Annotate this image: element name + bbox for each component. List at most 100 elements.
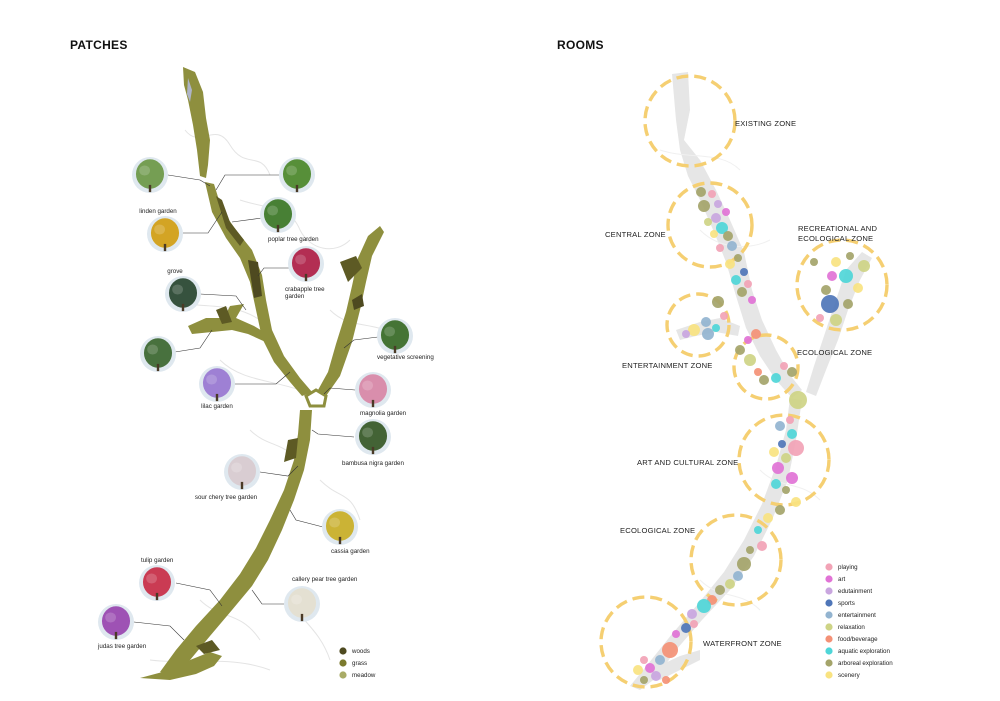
- activity-dot: [771, 373, 781, 383]
- tree-photo-pink-blossom: [355, 372, 391, 408]
- tree-photo-white-blossom: [224, 454, 260, 490]
- activity-dot: [787, 367, 797, 377]
- activity-dot: [759, 375, 769, 385]
- zone-label-central: CENTRAL ZONE: [605, 230, 666, 239]
- garden-label-crabapple-2: garden: [285, 293, 305, 300]
- activity-dot: [810, 258, 818, 266]
- patch-right-branch: [318, 226, 384, 396]
- activity-dot: [640, 676, 648, 684]
- tree-photo-lilac: [199, 366, 235, 402]
- activity-dot: [704, 218, 712, 226]
- tree-photo-bright-green: [279, 157, 315, 193]
- patches-map: [140, 67, 396, 680]
- activity-dot: [720, 312, 728, 320]
- activity-dot: [846, 252, 854, 260]
- activity-dot: [731, 275, 741, 285]
- tree-photo-yellow: [147, 216, 183, 252]
- legend-food-label: food/beverage: [838, 636, 878, 643]
- activity-dot: [645, 663, 655, 673]
- patch-left-branch: [188, 304, 274, 344]
- activity-dot: [775, 505, 785, 515]
- activity-dot: [687, 609, 697, 619]
- activity-dot: [655, 655, 665, 665]
- patch-upper-woods: [248, 260, 262, 298]
- garden-label-sour-cherry: sour chery tree garden: [195, 494, 258, 501]
- garden-label-lilac: lilac garden: [201, 403, 233, 410]
- garden-label-linden: linden garden: [139, 208, 177, 215]
- tree-photo-rounded-green: [132, 157, 168, 193]
- activity-dot: [744, 336, 752, 344]
- zone-label-recreational: RECREATIONAL AND: [798, 224, 877, 233]
- legend-grass-label: grass: [352, 660, 367, 667]
- legend-arboreal-swatch: [825, 659, 833, 667]
- activity-dot: [725, 259, 735, 269]
- activity-dot: [712, 324, 720, 332]
- zone-ring-entertainment: [665, 292, 731, 358]
- rooms-bottom-patch: [650, 650, 700, 680]
- legend-scenery-label: scenery: [838, 672, 861, 679]
- activity-dot: [791, 497, 801, 507]
- activity-dot: [733, 571, 743, 581]
- activity-dot: [821, 295, 839, 313]
- legend-arboreal-label: arboreal exploration: [838, 660, 893, 667]
- activity-dot: [723, 231, 733, 241]
- garden-label-magnolia: magnolia garden: [360, 410, 407, 417]
- legend-entertainment-swatch: [825, 611, 833, 619]
- activity-dot: [827, 271, 837, 281]
- garden-circles: [98, 157, 413, 640]
- zone-rings: [599, 74, 889, 689]
- legend-aquatic-label: aquatic exploration: [838, 648, 891, 655]
- activity-dot: [816, 314, 824, 322]
- zone-ring-existing: [643, 74, 737, 168]
- zone-labels: EXISTING ZONE CENTRAL ZONE RECREATIONAL …: [605, 119, 877, 648]
- patch-lake-meadow: [183, 67, 210, 178]
- activity-dot: [651, 671, 661, 681]
- patch-bottom-woods: [196, 640, 220, 654]
- zone-label-ecological-1: ECOLOGICAL ZONE: [797, 348, 872, 357]
- activity-dot: [716, 244, 724, 252]
- tree-photo-dark-conifer: [165, 276, 201, 312]
- activity-dot: [672, 630, 680, 638]
- legend-playing-label: playing: [838, 564, 858, 571]
- patch-lake-water: [187, 78, 192, 102]
- activity-dot: [746, 546, 754, 554]
- garden-label-judas: judas tree garden: [97, 643, 147, 650]
- activity-dot: [757, 541, 767, 551]
- tree-photo-yellow-cassia: [322, 509, 358, 545]
- legend-edutainment-swatch: [825, 587, 833, 595]
- legend-meadow-label: meadow: [352, 672, 376, 679]
- activity-dot: [662, 676, 670, 684]
- activity-dot: [722, 208, 730, 216]
- activity-dot: [688, 324, 700, 336]
- tree-photo-red-tulips: [139, 565, 175, 601]
- patch-right-woods-2: [352, 294, 364, 310]
- activity-dot: [763, 513, 773, 523]
- legend-entertainment-label: entertainment: [838, 612, 876, 619]
- garden-label-tulip: tulip garden: [141, 557, 174, 564]
- activity-dot: [716, 222, 728, 234]
- tree-photo-tall-green: [260, 197, 296, 233]
- activity-dot: [725, 579, 735, 589]
- tree-photo-conifer-row: [377, 318, 413, 354]
- zone-ring-central: [666, 181, 754, 269]
- patch-bottom: [140, 652, 222, 680]
- activity-dot: [662, 642, 678, 658]
- activity-dot: [744, 280, 752, 288]
- garden-leader-lines: [133, 174, 379, 641]
- legend-grass-swatch: [339, 659, 347, 667]
- tree-photo-bamboo: [355, 419, 391, 455]
- activity-dot: [754, 368, 762, 376]
- activity-dot: [633, 665, 643, 675]
- activity-dot: [781, 453, 791, 463]
- activity-dot: [712, 296, 724, 308]
- activity-dot: [710, 230, 718, 238]
- activity-dot: [735, 345, 745, 355]
- patch-left-woods: [216, 306, 232, 324]
- legend-relaxation-label: relaxation: [838, 624, 865, 631]
- garden-label-crabapple-1: crabapple tree: [285, 286, 325, 293]
- activity-dot: [708, 190, 716, 198]
- garden-labels: linden garden poplar tree garden grove c…: [97, 208, 434, 650]
- activity-dot: [751, 329, 761, 339]
- activity-dot: [696, 187, 706, 197]
- activity-dot: [690, 620, 698, 628]
